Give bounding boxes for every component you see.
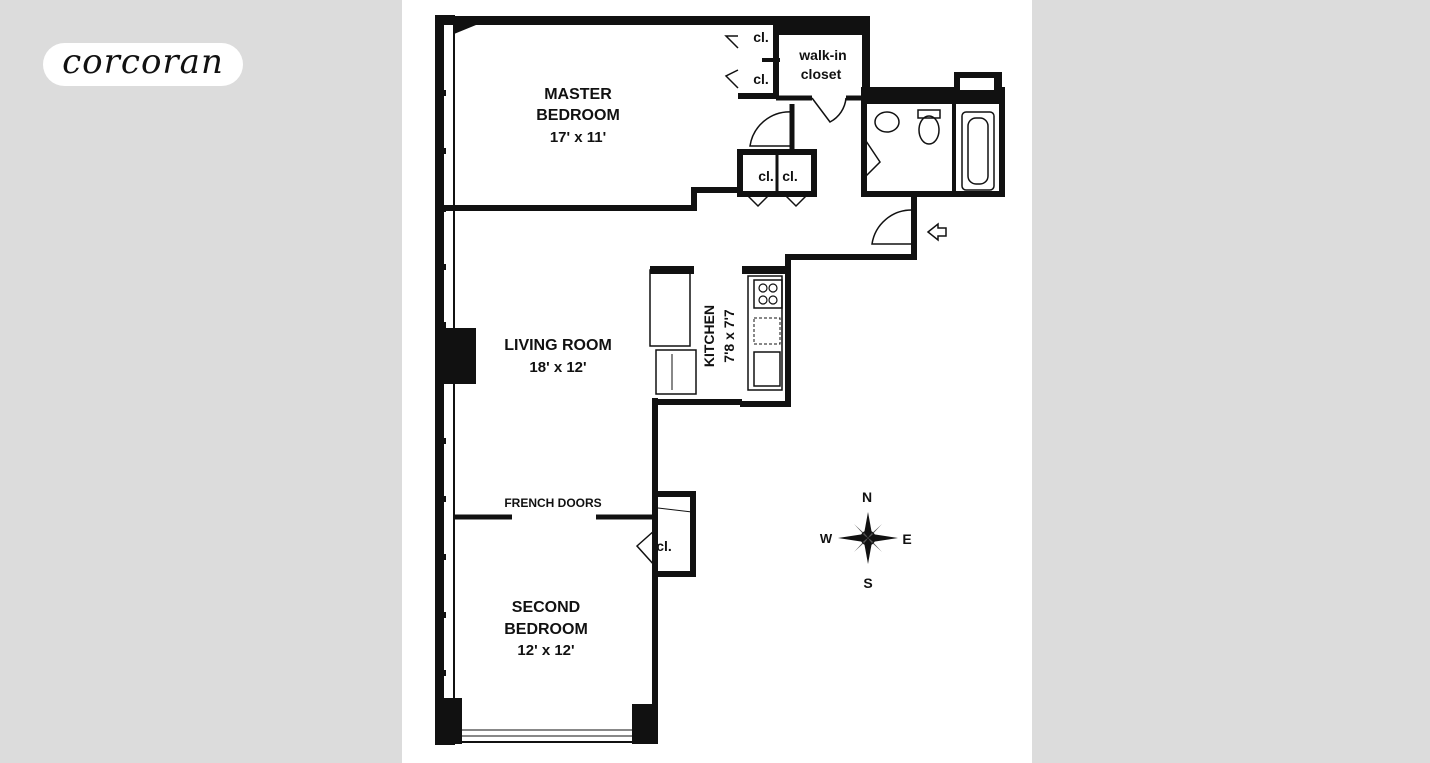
compass-s: S [863,575,872,591]
closet-label-1: cl. [753,29,769,45]
kitchen-title: KITCHEN [701,305,717,367]
living-room-size: 18' x 12' [529,359,586,376]
compass-rose-icon [838,512,898,564]
compass-n: N [862,489,872,505]
walk-in-closet-label-2: closet [801,66,842,82]
second-bedroom-size: 12' x 12' [517,642,574,659]
french-doors-label: FRENCH DOORS [504,496,601,510]
master-bedroom-size: 17' x 11' [550,129,606,146]
floorplan-panel: MASTER BEDROOM 17' x 11' LIVING ROOM 18'… [402,0,1032,763]
master-bedroom-title: MASTER [544,86,612,103]
closet-label-5: cl. [656,538,672,554]
closet-label-3: cl. [758,168,774,184]
floorplan-drawing: MASTER BEDROOM 17' x 11' LIVING ROOM 18'… [435,15,1005,745]
second-bedroom-title: SECOND [512,599,580,616]
corcoran-logo[interactable]: corcoran [43,41,243,86]
kitchen-size: 7'8 x 7'7 [721,309,737,363]
living-room-title: LIVING ROOM [504,337,612,354]
logo-wordmark: corcoran [62,41,224,82]
walk-in-closet-label: walk-in [798,47,846,63]
compass-w: W [820,531,833,546]
second-bedroom-title-2: BEDROOM [504,621,588,638]
closet-label-4: cl. [782,168,798,184]
closet-label-2: cl. [753,71,769,87]
master-bedroom-title-2: BEDROOM [536,107,620,124]
compass-e: E [902,531,911,547]
